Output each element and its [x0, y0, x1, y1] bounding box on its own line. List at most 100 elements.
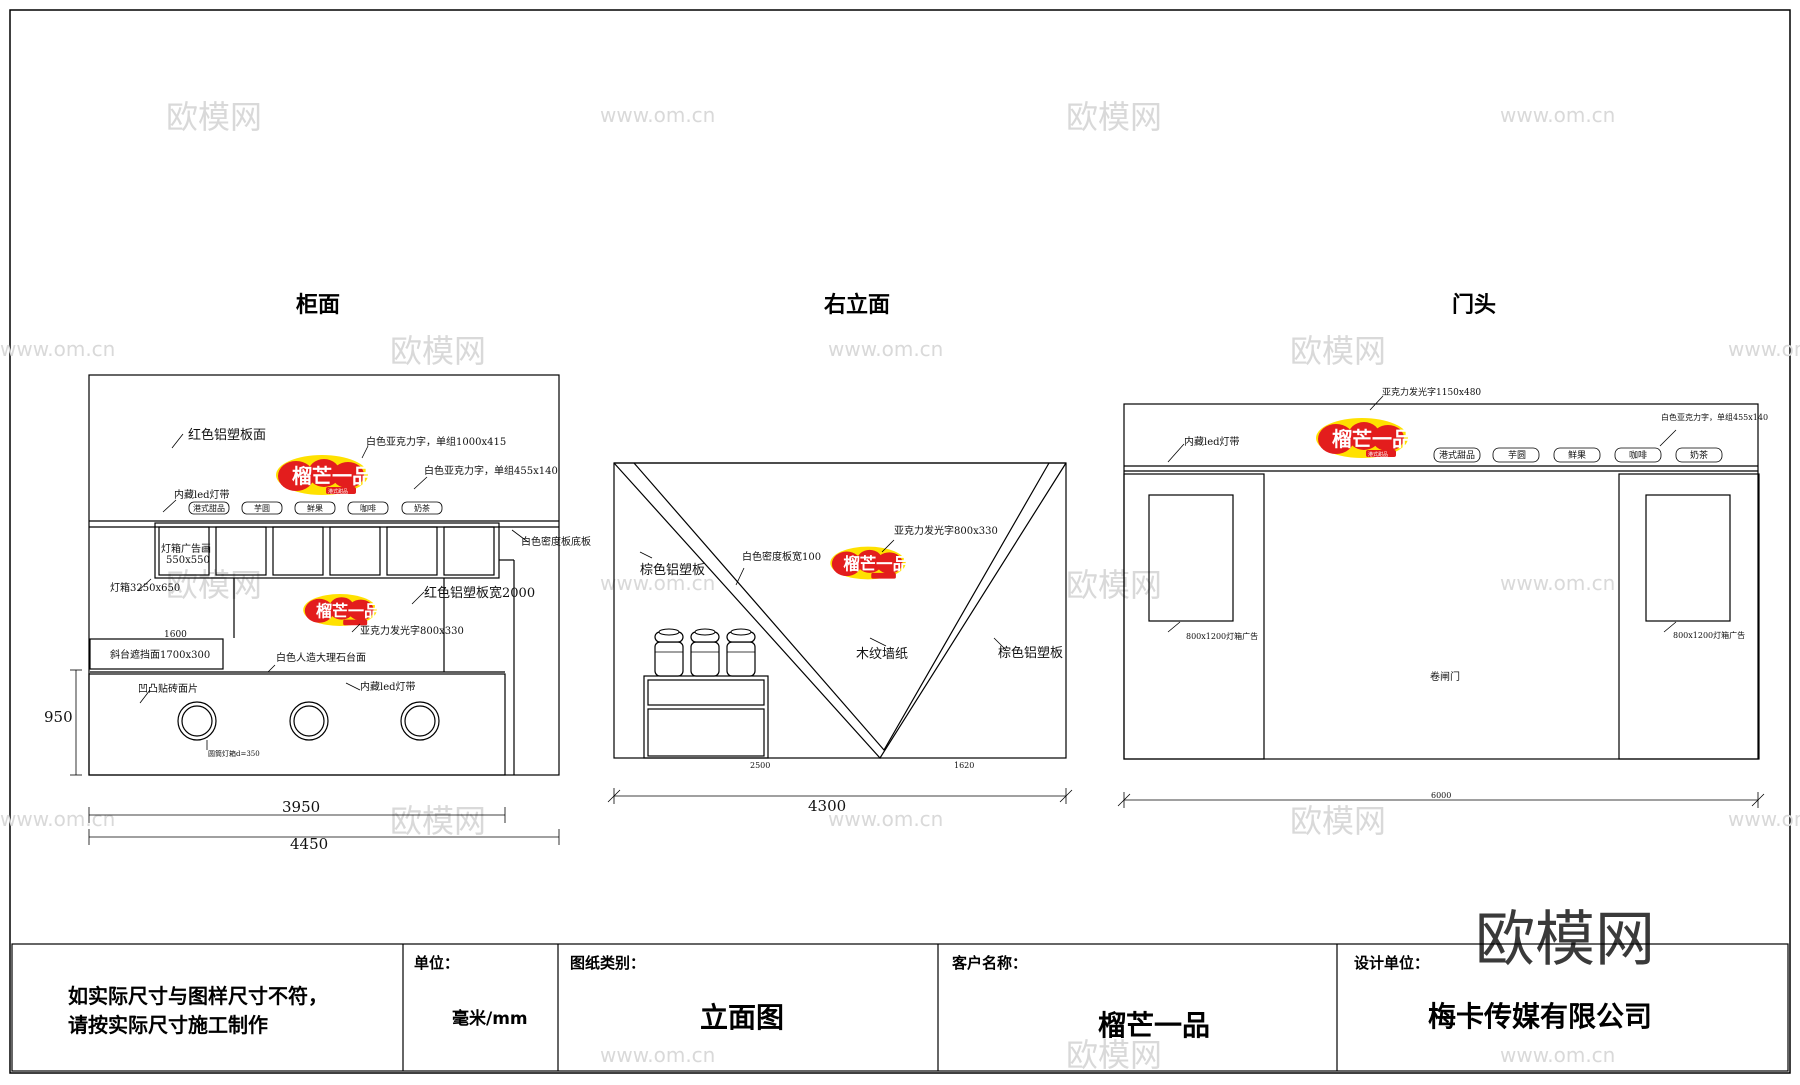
counter-title: 柜面 — [296, 292, 340, 318]
svg-text:950: 950 — [44, 708, 73, 726]
svg-text:欧模网: 欧模网 — [390, 332, 486, 370]
svg-text:www.om.cn: www.om.cn — [828, 807, 943, 831]
svg-text:榴芒一品: 榴芒一品 — [316, 601, 380, 620]
right-title: 右立面 — [824, 292, 890, 318]
svg-text:www.om.cn: www.om.cn — [600, 103, 715, 127]
svg-text:550x550: 550x550 — [166, 555, 210, 566]
svg-text:咖啡: 咖啡 — [1629, 449, 1647, 461]
svg-text:鲜果: 鲜果 — [1568, 449, 1586, 461]
svg-text:奶茶: 奶茶 — [1690, 449, 1708, 461]
brand-logo-door: 榴芒一品 港式甜品 — [1316, 418, 1412, 458]
svg-text:榴芒一品: 榴芒一品 — [292, 464, 372, 488]
client-label: 客户名称： — [951, 954, 1027, 972]
brand-logo-right: 榴芒一品 — [830, 546, 909, 580]
svg-text:www.om.cn: www.om.cn — [0, 807, 115, 831]
svg-text:港式甜品: 港式甜品 — [1439, 449, 1475, 461]
svg-text:4300: 4300 — [808, 797, 846, 815]
svg-text:棕色铝塑板: 棕色铝塑板 — [640, 562, 705, 578]
svg-text:www.om.cn: www.om.cn — [600, 571, 715, 595]
category-value: 立面图 — [700, 1001, 784, 1034]
svg-text:凹凸贴砖面片: 凹凸贴砖面片 — [138, 682, 198, 695]
svg-text:红色铝塑板面: 红色铝塑板面 — [188, 427, 266, 443]
svg-text:欧模网: 欧模网 — [1066, 1036, 1162, 1074]
svg-text:白色密度板宽100: 白色密度板宽100 — [742, 550, 821, 563]
svg-text:白色亚克力字，单组455x140: 白色亚克力字，单组455x140 — [1661, 412, 1768, 422]
svg-text:www.om.cn: www.om.cn — [600, 1043, 715, 1067]
svg-text:白色密度板底板: 白色密度板底板 — [521, 535, 591, 548]
svg-text:木纹墙纸: 木纹墙纸 — [856, 647, 908, 662]
svg-text:欧模网: 欧模网 — [166, 98, 262, 136]
counter-elevation: 柜面 榴芒一品 港式甜品 港式甜品 芋圆 鲜果 咖啡 奶茶 — [44, 292, 591, 853]
designer-label: 设计单位： — [1354, 954, 1429, 972]
svg-text:欧模网: 欧模网 — [1066, 566, 1162, 604]
svg-text:棕色铝塑板: 棕色铝塑板 — [998, 645, 1063, 661]
svg-text:内藏led灯带: 内藏led灯带 — [1184, 435, 1240, 448]
svg-text:1620: 1620 — [954, 761, 974, 770]
note-line1: 如实际尺寸与图样尺寸不符， — [68, 984, 328, 1008]
door-elevation: 门头 榴芒一品 港式甜品 港式甜品 芋圆 鲜果 咖啡 奶茶 — [1117, 292, 1768, 808]
svg-text:白色亚克力字，单组455x140: 白色亚克力字，单组455x140 — [424, 464, 558, 477]
svg-text:www.om.cn: www.om.cn — [1500, 103, 1615, 127]
drink-dispenser-icon — [654, 628, 684, 677]
svg-text:白色人造大理石台面: 白色人造大理石台面 — [276, 651, 366, 664]
title-block: 如实际尺寸与图样尺寸不符， 请按实际尺寸施工制作 单位： 毫米/mm 图纸类别：… — [11, 943, 1789, 1072]
svg-text:斜台遮挡面1700x300: 斜台遮挡面1700x300 — [110, 648, 210, 661]
svg-text:鲜果: 鲜果 — [307, 503, 323, 513]
watermark-layer: 欧模网 www.om.cn 欧模网 www.om.cn www.om.cn 欧模… — [0, 98, 1800, 1074]
svg-text:亚克力发光字1150x480: 亚克力发光字1150x480 — [1382, 386, 1481, 398]
svg-text:港式甜品: 港式甜品 — [328, 488, 348, 495]
svg-text:亚克力发光字800x330: 亚克力发光字800x330 — [894, 524, 998, 537]
right-elevation: 右立面 榴芒一品 棕色铝塑板 白色密度板宽100 亚克力发光字800x330 木… — [607, 292, 1073, 815]
note-line2: 请按实际尺寸施工制作 — [68, 1013, 268, 1037]
svg-text:内藏led灯带: 内藏led灯带 — [360, 680, 416, 693]
svg-text:欧模网: 欧模网 — [1066, 98, 1162, 136]
svg-text:榴芒一品: 榴芒一品 — [843, 555, 909, 574]
svg-text:白色亚克力字，单组1000x415: 白色亚克力字，单组1000x415 — [366, 435, 506, 448]
svg-text:灯箱3250x650: 灯箱3250x650 — [110, 581, 180, 594]
svg-text:榴芒一品: 榴芒一品 — [1332, 427, 1412, 451]
svg-text:800x1200灯箱广告: 800x1200灯箱广告 — [1673, 630, 1745, 640]
svg-text:2500: 2500 — [750, 761, 770, 770]
svg-text:www.om.cn: www.om.cn — [1728, 337, 1800, 361]
door-title: 门头 — [1452, 292, 1496, 318]
menu-pills: 港式甜品 芋圆 鲜果 咖啡 奶茶 — [188, 501, 443, 515]
client-value: 榴芒一品 — [1098, 1009, 1210, 1042]
watermark-logo-large: 欧模网 — [1475, 905, 1655, 975]
svg-text:灯箱广告画: 灯箱广告画 — [161, 542, 211, 555]
svg-text:咖啡: 咖啡 — [360, 503, 376, 513]
svg-text:内藏led灯带: 内藏led灯带 — [174, 488, 230, 501]
drink-dispenser-icon — [726, 628, 756, 677]
svg-text:www.om.cn: www.om.cn — [1500, 1043, 1615, 1067]
svg-text:芋圆: 芋圆 — [1508, 450, 1526, 461]
unit-value: 毫米/mm — [452, 1008, 528, 1029]
door-menu-pills: 港式甜品 芋圆 鲜果 咖啡 奶茶 — [1433, 447, 1723, 463]
svg-text:奶茶: 奶茶 — [414, 503, 430, 513]
svg-text:6000: 6000 — [1431, 791, 1451, 800]
designer-value: 梅卡传媒有限公司 — [1428, 1000, 1652, 1033]
drink-dispenser-icon — [690, 628, 720, 677]
svg-text:欧模网: 欧模网 — [1290, 332, 1386, 370]
unit-label: 单位： — [414, 954, 459, 972]
category-label: 图纸类别： — [570, 954, 645, 972]
svg-text:1600: 1600 — [164, 630, 187, 640]
svg-text:芋圆: 芋圆 — [254, 504, 270, 513]
svg-text:800x1200灯箱广告: 800x1200灯箱广告 — [1186, 631, 1258, 641]
svg-text:卷闸门: 卷闸门 — [1430, 670, 1460, 683]
svg-text:www.om.cn: www.om.cn — [1500, 571, 1615, 595]
svg-text:4450: 4450 — [290, 835, 328, 853]
svg-text:www.om.cn: www.om.cn — [0, 337, 115, 361]
svg-text:www.om.cn: www.om.cn — [1728, 807, 1800, 831]
svg-text:3950: 3950 — [282, 798, 320, 816]
svg-text:欧模网: 欧模网 — [390, 802, 486, 840]
svg-text:港式甜品: 港式甜品 — [1368, 451, 1388, 458]
svg-text:亚克力发光字800x330: 亚克力发光字800x330 — [360, 624, 464, 637]
sheet-frame — [9, 9, 1791, 1074]
svg-text:圆筒灯箱d=350: 圆筒灯箱d=350 — [208, 749, 260, 758]
svg-text:欧模网: 欧模网 — [1290, 802, 1386, 840]
svg-text:港式甜品: 港式甜品 — [193, 503, 225, 513]
svg-text:www.om.cn: www.om.cn — [828, 337, 943, 361]
svg-text:欧模网: 欧模网 — [166, 566, 262, 604]
brand-logo: 榴芒一品 港式甜品 — [276, 455, 372, 495]
brand-logo-middle: 榴芒一品 — [303, 594, 380, 626]
